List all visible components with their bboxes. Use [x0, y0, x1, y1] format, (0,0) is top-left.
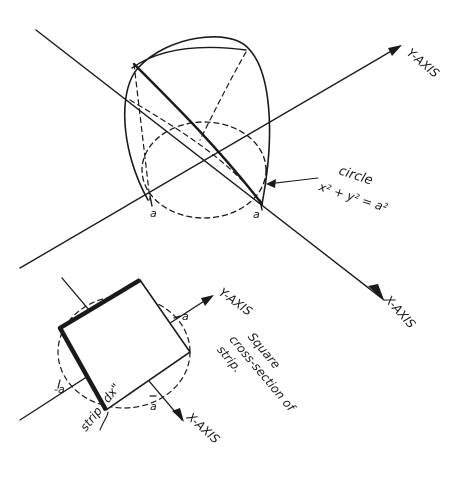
strip-edge — [57, 278, 142, 412]
bottom-a-right-label: a — [182, 310, 189, 323]
tick-bottom-neg-a — [57, 379, 61, 389]
top-y-axis-line — [19, 45, 401, 269]
top-y-axis-label: Y-AXIS — [404, 46, 442, 81]
tick-a-right — [259, 199, 263, 211]
strip-pointer-line — [99, 411, 109, 431]
tick-a-left — [149, 195, 153, 207]
bottom-y-axis-arrowhead — [201, 295, 214, 306]
circle-equation: x² + y² = a² — [316, 179, 389, 215]
bottom-neg-a-label: -a — [54, 383, 65, 396]
hidden-edge-2 — [199, 51, 247, 141]
caption-group: Square cross-section of strip. — [214, 330, 299, 415]
top-a-right-label: a — [253, 208, 260, 221]
top-x-axis-line — [35, 29, 385, 301]
solid-top-edge — [131, 46, 247, 69]
bottom-x-axis-arrowhead — [172, 408, 184, 422]
tick-bottom-a-right — [173, 315, 181, 319]
bottom-x-axis-label: X-AXIS — [183, 409, 222, 446]
top-a-left-label: a — [150, 207, 157, 220]
solid-outline — [123, 36, 271, 205]
top-x-axis-arrowhead — [368, 284, 384, 300]
hidden-edge-3 — [133, 63, 151, 201]
base-circle — [141, 121, 267, 219]
circle-label: circle — [337, 164, 375, 189]
bottom-a-label: a — [150, 400, 157, 413]
bottom-y-axis-label: Y-AXIS — [216, 285, 255, 319]
hidden-edge-1 — [129, 99, 263, 205]
top-figure: Y-AXIS X-AXIS a a circle x² + y² = a² — [19, 29, 442, 331]
solid-diagonal-edge — [132, 62, 264, 206]
top-x-axis-label: X-AXIS — [381, 292, 418, 331]
top-y-axis-arrowhead — [388, 45, 402, 56]
bottom-figure: Y-AXIS X-AXIS -a a a Square cross-sectio… — [19, 277, 299, 447]
circle-pointer-arrowhead — [266, 179, 276, 188]
